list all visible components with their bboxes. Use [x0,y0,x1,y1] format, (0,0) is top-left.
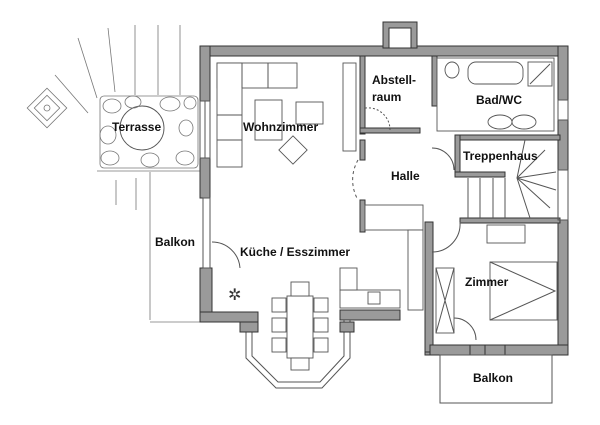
label-abstellraum-1: Abstell- [372,73,416,87]
walls [199,21,569,356]
shelf [342,62,357,152]
garden-ornament-icon [26,87,68,129]
kitchen [339,204,424,311]
label-zimmer: Zimmer [465,275,509,289]
balcony-bottom [439,354,553,404]
label-treppenhaus: Treppenhaus [463,149,538,163]
sofa [216,62,298,168]
armchair [295,101,324,125]
label-kueche: Küche / Esszimmer [240,245,350,259]
armchair-2 [278,135,308,165]
terrace-stones [99,95,199,169]
staircase [467,139,557,219]
plant-icon: ✲ [228,287,241,304]
terrace-rays [54,25,205,323]
bed [486,224,558,321]
label-halle: Halle [391,169,420,183]
door-swings [211,107,477,341]
label-balkon-left: Balkon [155,235,195,249]
label-balkon-bottom: Balkon [473,371,513,385]
bathroom-tiles [436,57,555,132]
windows [199,99,569,269]
label-bad: Bad/WC [476,93,522,107]
label-terrasse: Terrasse [112,120,161,134]
label-wohnzimmer: Wohnzimmer [243,120,318,134]
bay-window [239,320,355,389]
label-abstellraum-2: raum [372,90,401,104]
coffee-table [254,99,283,141]
dining-table [271,281,329,371]
